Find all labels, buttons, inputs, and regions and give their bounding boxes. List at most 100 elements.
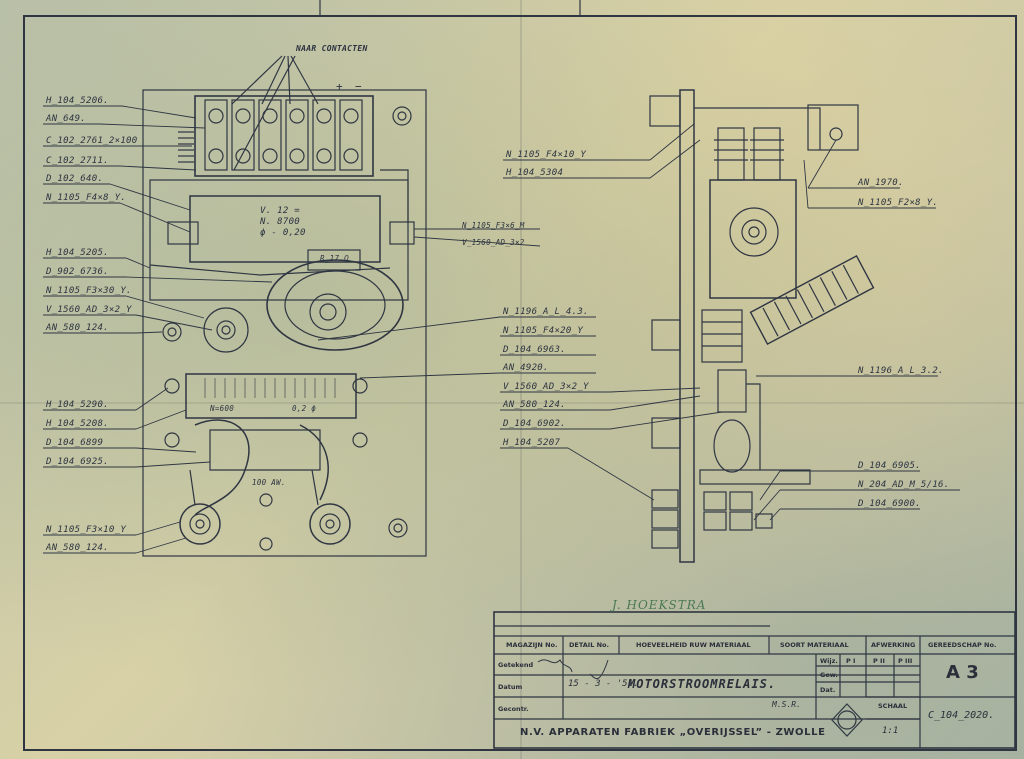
coil-wire: ϕ - 0,20 bbox=[260, 228, 306, 238]
resistor-turns: N=600 bbox=[210, 404, 235, 413]
center-label: H_104_5207 bbox=[503, 438, 561, 448]
sheet-size: A 3 bbox=[946, 662, 979, 683]
coil-turns: N. 8700 bbox=[260, 217, 301, 227]
row-datum: Datum bbox=[498, 683, 523, 691]
right-label: N_1105_F2×8_Y. bbox=[858, 198, 939, 208]
check-mark bbox=[589, 659, 609, 680]
bolt-stack bbox=[651, 489, 773, 549]
terminals bbox=[204, 99, 363, 171]
row-gecontr: Gecontr. bbox=[498, 705, 529, 713]
mount-hole bbox=[388, 518, 408, 538]
left-label: AN_580_124. bbox=[46, 323, 109, 333]
left-label: V_1560_AD_3×2_Y bbox=[46, 305, 132, 315]
center-label: D_104_6963. bbox=[503, 345, 566, 355]
contacts-label: NAAR CONTACTEN bbox=[296, 44, 368, 53]
lower-bar bbox=[699, 469, 811, 485]
base-plate-front bbox=[142, 89, 427, 557]
insulators bbox=[714, 127, 784, 181]
col-afwerking: AFWERKING bbox=[871, 641, 916, 649]
lower-arm bbox=[717, 369, 747, 413]
schaal-value: 1:1 bbox=[882, 726, 899, 736]
left-label: D_104_6925. bbox=[46, 457, 109, 467]
center-label: N_1105_F3×6_M bbox=[462, 221, 525, 230]
bolt bbox=[164, 378, 180, 394]
signature: J. HOEKSTRA bbox=[612, 598, 707, 612]
side-wheel bbox=[729, 207, 779, 257]
mount-hole bbox=[162, 322, 182, 342]
left-label: D_102_640. bbox=[46, 174, 104, 184]
center-label: N_1196_A_L_4.3. bbox=[503, 307, 589, 317]
schaal-label: SCHAAL bbox=[878, 702, 908, 710]
fold-line-vertical bbox=[520, 0, 522, 759]
center-label: N_1105_F4×10_Y bbox=[506, 150, 587, 160]
center-label: H_104_5304 bbox=[506, 168, 564, 178]
resistor-wire: 0,2 ϕ bbox=[292, 404, 317, 413]
coil-frame bbox=[149, 179, 409, 301]
plus-sign: + bbox=[336, 80, 343, 93]
coil-end-right bbox=[389, 221, 415, 245]
wheel bbox=[203, 307, 249, 353]
left-label: H_104_5290. bbox=[46, 400, 109, 410]
spring-arm bbox=[380, 169, 409, 222]
title-block-grid bbox=[493, 611, 1016, 749]
bolt bbox=[352, 432, 368, 448]
left-label: D_902_6736. bbox=[46, 267, 109, 277]
bolt bbox=[352, 378, 368, 394]
center-label: AN_4920. bbox=[503, 363, 549, 373]
tilted-resistor bbox=[749, 254, 875, 346]
left-label: C_102_2761_2×100 bbox=[46, 136, 138, 146]
datum-value: 15 - 3 - '51. bbox=[568, 679, 639, 689]
fold-line-horizontal bbox=[0, 402, 1024, 404]
ampere-windings: 100 AW. bbox=[252, 478, 286, 487]
sheet-border bbox=[23, 15, 1017, 751]
col-magazijn: MAGAZIJN No. bbox=[506, 641, 558, 649]
side-block-low bbox=[651, 417, 681, 449]
getekend-initials bbox=[537, 659, 573, 673]
top-bracket bbox=[694, 107, 821, 150]
coil-body bbox=[189, 195, 381, 263]
center-label: V_1560_AD_3×2_Y bbox=[503, 382, 589, 392]
col-detail: DETAIL No. bbox=[569, 641, 609, 649]
leader-lines bbox=[43, 105, 960, 554]
armature-bracket bbox=[307, 249, 361, 271]
coil-resistance: R_17 Ω bbox=[320, 254, 349, 263]
center-label: AN_580_124. bbox=[503, 400, 566, 410]
p1-label: P I bbox=[846, 657, 856, 665]
side-plate bbox=[679, 89, 695, 563]
bracket-block bbox=[807, 104, 859, 151]
terminal-block bbox=[194, 95, 374, 177]
initials: M.S.R. bbox=[772, 700, 801, 709]
right-label: D_104_6905. bbox=[858, 461, 921, 471]
left-label: D_104_6899 bbox=[46, 438, 104, 448]
capacitor-bank bbox=[178, 131, 194, 163]
side-block-mid bbox=[651, 319, 681, 351]
coil-voltage: V. 12 = bbox=[260, 206, 301, 216]
relay-body-side bbox=[709, 179, 797, 299]
left-label: AN_649. bbox=[46, 114, 87, 124]
left-label: N_1105_F4×8_Y. bbox=[46, 193, 127, 203]
dat-label: Dat. bbox=[820, 686, 836, 694]
side-coil bbox=[701, 309, 743, 363]
contact-arrows bbox=[231, 55, 319, 171]
terminal-bottom-right bbox=[309, 503, 351, 545]
left-label: C_102_2711. bbox=[46, 156, 109, 166]
wijz-label: Wijz. bbox=[820, 657, 838, 665]
left-label: H_104_5205. bbox=[46, 248, 109, 258]
right-label: N_1196_A_L_3.2. bbox=[858, 366, 944, 376]
col-hoeveelheid: HOEVEELHEID RUW MATERIAAL bbox=[636, 641, 751, 649]
terminal-bottom-left bbox=[179, 503, 221, 545]
drawing-title: MOTORSTROOMRELAIS. bbox=[628, 677, 777, 691]
company-logo bbox=[831, 703, 863, 737]
right-label: D_104_6900. bbox=[858, 499, 921, 509]
p3-label: P III bbox=[898, 657, 913, 665]
bolt bbox=[164, 432, 180, 448]
coil-end-left bbox=[167, 221, 199, 245]
right-label: N_204_AD_M_5/16. bbox=[858, 480, 950, 490]
strip-coil-body bbox=[209, 429, 321, 471]
center-label: V_1560_AD_3×2 bbox=[462, 238, 525, 247]
company-name: N.V. APPARATEN FABRIEK „OVERIJSSEL” - ZW… bbox=[520, 727, 826, 738]
gew-label: Gew. bbox=[820, 671, 838, 679]
left-label: H_104_5208. bbox=[46, 419, 109, 429]
col-soort: SOORT MATERIAAL bbox=[780, 641, 849, 649]
